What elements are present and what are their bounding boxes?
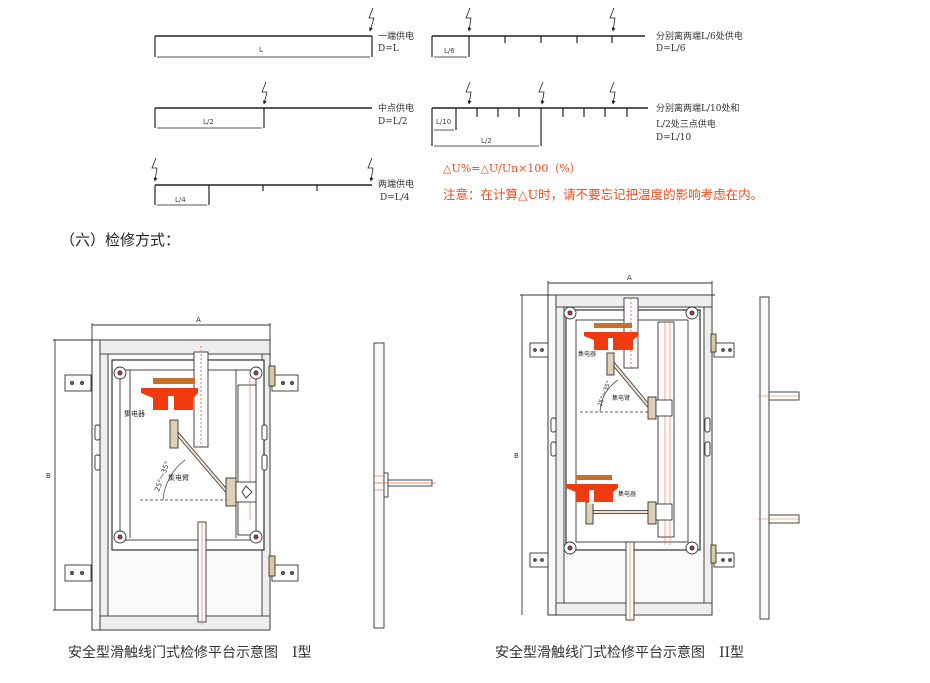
collector-label: 集电器 bbox=[124, 409, 145, 418]
mount-bracket bbox=[529, 552, 549, 568]
lightning-icon bbox=[368, 7, 375, 32]
span-label: L/4 bbox=[175, 196, 186, 204]
voltage-drop-formula: △U%=△U/Un×100（%） bbox=[443, 162, 581, 175]
current-collector bbox=[141, 378, 198, 410]
current-collector bbox=[584, 323, 638, 352]
side-view bbox=[758, 296, 800, 620]
figure-caption-type-2: 安全型滑触线门式检修平台示意图 II型 bbox=[495, 645, 745, 661]
supply-diagrams bbox=[151, 7, 648, 206]
supply-formula: D=L/4 bbox=[380, 193, 410, 203]
arm-label: 集电臂 bbox=[612, 394, 630, 402]
mount-bracket bbox=[64, 374, 92, 392]
diagram-one-end bbox=[154, 7, 375, 58]
diagram-sixth bbox=[431, 7, 645, 58]
figure-type-1: 集电器 集电臂 25°～35° A B bbox=[46, 316, 436, 631]
mount-bracket bbox=[271, 374, 299, 392]
mount-bracket bbox=[271, 564, 299, 582]
figure-caption-type-1: 安全型滑触线门式检修平台示意图 I型 bbox=[68, 645, 312, 661]
current-collector-2 bbox=[566, 475, 618, 504]
diagram-both-ends bbox=[151, 157, 374, 206]
span-label: L/10 bbox=[436, 118, 452, 126]
lightning-icon bbox=[261, 81, 268, 105]
supply-formula: D=L bbox=[378, 44, 399, 54]
span-label: L/6 bbox=[444, 47, 455, 55]
supply-mode-label: 分别离两端L/6处供电 bbox=[656, 32, 743, 42]
lightning-icon bbox=[465, 81, 472, 105]
side-view bbox=[373, 342, 436, 629]
figure-type-2: 集电器 集电臂 25°～35° 集电器 A B bbox=[514, 274, 800, 622]
arm-label: 集电臂 bbox=[168, 473, 189, 482]
supply-formula: D=L/6 bbox=[656, 44, 686, 54]
collector-label: 集电器 bbox=[618, 490, 636, 498]
lightning-icon bbox=[609, 7, 616, 32]
dimension-a-label: A bbox=[627, 274, 632, 282]
lightning-icon bbox=[151, 157, 158, 182]
diagram-tenth bbox=[431, 81, 648, 147]
temperature-warning: 注意：在计算△U时，请不要忘记把温度的影响考虑在内。 bbox=[443, 187, 764, 202]
supply-formula: D=L/2 bbox=[378, 117, 408, 127]
span-label: L bbox=[259, 46, 263, 54]
dimension-a-label: A bbox=[196, 316, 201, 324]
lightning-icon bbox=[609, 81, 616, 105]
supply-formula: D=L/10 bbox=[656, 133, 692, 143]
lightning-icon bbox=[367, 157, 374, 182]
lightning-icon bbox=[465, 7, 472, 32]
supply-mode-label: 中点供电 bbox=[378, 104, 415, 114]
dimension-b-label: B bbox=[514, 452, 519, 460]
lightning-icon bbox=[538, 81, 545, 105]
mount-bracket bbox=[529, 342, 549, 358]
supply-mode-label: 分别离两端L/10处和 bbox=[656, 104, 740, 114]
dimension-b-label: B bbox=[46, 472, 51, 480]
supply-mode-label: 一端供电 bbox=[378, 32, 415, 42]
diagram-midpoint bbox=[154, 81, 372, 129]
supply-mode-label: 两端供电 bbox=[378, 180, 415, 190]
span-label: L/2 bbox=[481, 137, 492, 145]
collector-label: 集电器 bbox=[578, 350, 596, 358]
span-label: L/2 bbox=[203, 118, 214, 126]
collector-post bbox=[169, 419, 179, 449]
supply-mode-label: L/2处三点供电 bbox=[656, 120, 716, 130]
section-heading: （六）检修方式： bbox=[60, 231, 181, 249]
mount-bracket bbox=[64, 564, 92, 582]
